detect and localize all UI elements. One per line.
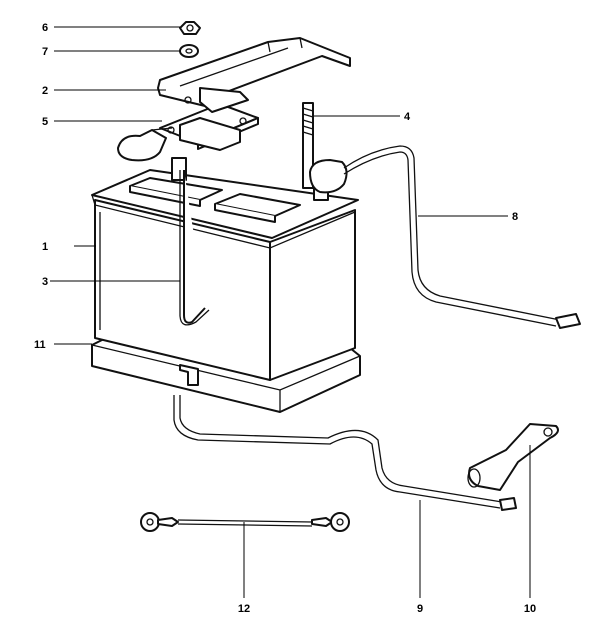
positive-cable (309, 145, 581, 329)
callout-7: 7 (42, 46, 48, 58)
ground-strap (140, 512, 350, 532)
callout-2: 2 (42, 85, 48, 97)
leader-lines (50, 26, 531, 598)
callout-3: 3 (42, 276, 48, 288)
callout-8: 8 (512, 211, 518, 223)
battery (91, 169, 359, 381)
callout-1: 1 (42, 241, 48, 253)
negative-terminal-post (171, 157, 187, 181)
callout-5: 5 (42, 116, 48, 128)
callout-9: 9 (417, 603, 423, 615)
callout-4: 4 (404, 111, 411, 123)
negative-terminal-boot (117, 127, 173, 162)
nut (179, 21, 201, 35)
callout-6: 6 (42, 22, 48, 34)
callout-10: 10 (524, 603, 536, 615)
callout-11: 11 (34, 339, 46, 351)
hold-down-bracket (157, 37, 351, 113)
negative-cable (173, 395, 517, 511)
washer (179, 44, 199, 58)
terminal-clamp (467, 423, 559, 491)
callout-12: 12 (238, 603, 250, 615)
clamp-plate (159, 103, 259, 151)
hold-down-rod (183, 170, 206, 324)
stud (302, 102, 314, 189)
